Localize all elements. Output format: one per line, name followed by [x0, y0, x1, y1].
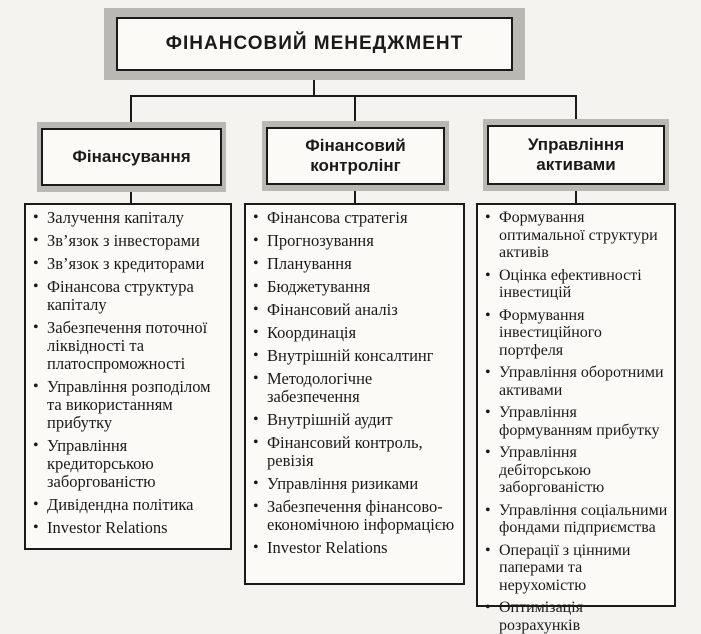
list-item: Управління формуванням прибутку [484, 404, 668, 439]
list-item: Залучення капіталу [32, 209, 224, 228]
diagram-title: ФІНАНСОВИЙ МЕНЕДЖМЕНТ [165, 33, 464, 54]
list-item: Investor Relations [252, 539, 457, 558]
column-list-controlling: Фінансова стратегія Прогнозування Планув… [244, 203, 465, 585]
list-item: Управління оборотними активами [484, 364, 668, 399]
column-list-financing: Залучення капіталу Зв’язок з інвесторами… [24, 203, 232, 550]
column-heading: Фінансування [72, 147, 191, 166]
diagram-title-box: ФІНАНСОВИЙ МЕНЕДЖМЕНТ [116, 17, 513, 71]
list-item: Прогнозування [252, 232, 457, 251]
column-heading: Фінансовий контролінг [305, 136, 406, 175]
list-item: Оцінка ефективності інвестицій [484, 267, 668, 302]
list-item: Формування інвестиційного портфеля [484, 307, 668, 360]
list-item: Зв’язок з кредиторами [32, 255, 224, 274]
list-item: Управління кредиторською заборгованістю [32, 437, 224, 491]
list-item: Фінансова стратегія [252, 209, 457, 228]
list-item: Внутрішній консалтинг [252, 347, 457, 366]
column-heading: Управління активами [527, 135, 625, 174]
list-item: Investor Relations [32, 519, 224, 538]
list-item: Внутрішній аудит [252, 411, 457, 430]
column-heading-box-financing: Фінансування [41, 128, 222, 186]
column-heading-box-assets: Управління активами [487, 125, 665, 185]
list-item: Управління розподілом та використанням п… [32, 378, 224, 432]
list-item: Дивідендна політика [32, 496, 224, 515]
column-heading-box-controlling: Фінансовий контролінг [266, 127, 445, 185]
list-item: Управління ризиками [252, 475, 457, 494]
list-item: Фінансовий аналіз [252, 301, 457, 320]
list-item: Управління дебіторською заборгованістю [484, 444, 668, 497]
list-item: Оптимізація розрахунків [484, 599, 668, 634]
connector-lines [130, 80, 577, 203]
list-item: Методологічне забезпечення [252, 370, 457, 406]
list-item: Фінансовий контроль, ревізія [252, 434, 457, 470]
list-item: Забезпечення поточної ліквідності та пла… [32, 319, 224, 373]
list-item: Забезпечення фінансово-економічною інфор… [252, 498, 457, 534]
list-item: Управління соціальними фондами підприємс… [484, 502, 668, 537]
list-item: Операції з цінними паперами та нерухоміс… [484, 542, 668, 595]
list-item: Формування оптимальної структури активів [484, 209, 668, 262]
list-item: Фінансова структура капіталу [32, 278, 224, 314]
list-item: Планування [252, 255, 457, 274]
list-item: Зв’язок з інвесторами [32, 232, 224, 251]
list-item: Координація [252, 324, 457, 343]
column-list-assets: Формування оптимальної структури активів… [476, 203, 676, 634]
list-item: Бюджетування [252, 278, 457, 297]
